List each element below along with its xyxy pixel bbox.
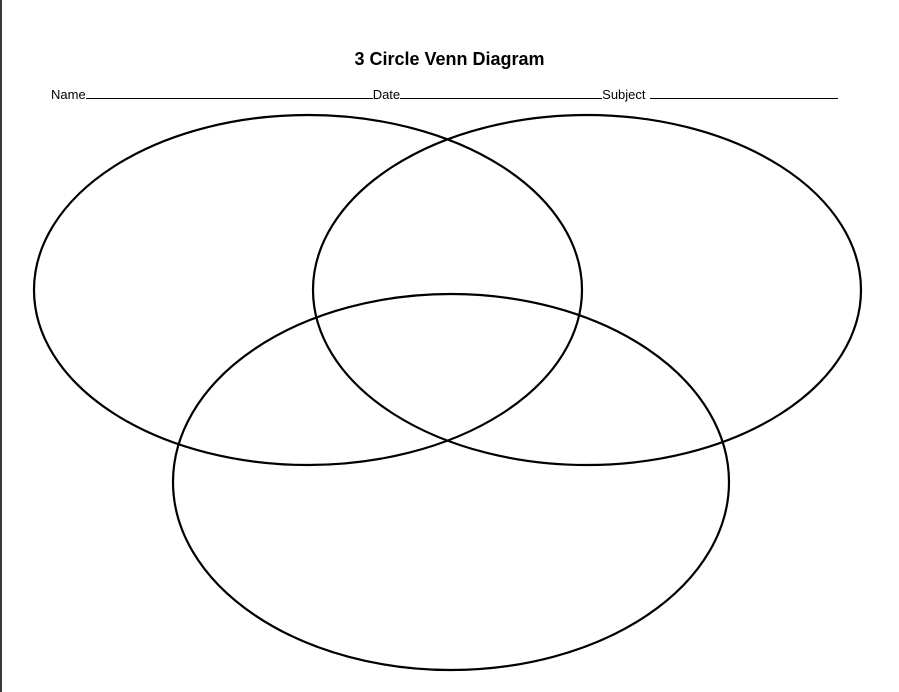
date-blank-line[interactable] xyxy=(400,86,603,99)
bottom-circle xyxy=(171,292,731,672)
name-label: Name xyxy=(51,87,86,102)
top-left-circle xyxy=(32,113,584,467)
subject-blank-line[interactable] xyxy=(649,86,838,99)
header-fields: Name Date Subject xyxy=(51,86,838,103)
name-blank-line[interactable] xyxy=(85,86,373,99)
top-right-circle xyxy=(311,113,863,467)
date-label: Date xyxy=(372,87,401,102)
subject-label: Subject xyxy=(602,87,646,102)
page-left-border xyxy=(0,0,2,692)
page-title: 3 Circle Venn Diagram xyxy=(354,49,545,69)
